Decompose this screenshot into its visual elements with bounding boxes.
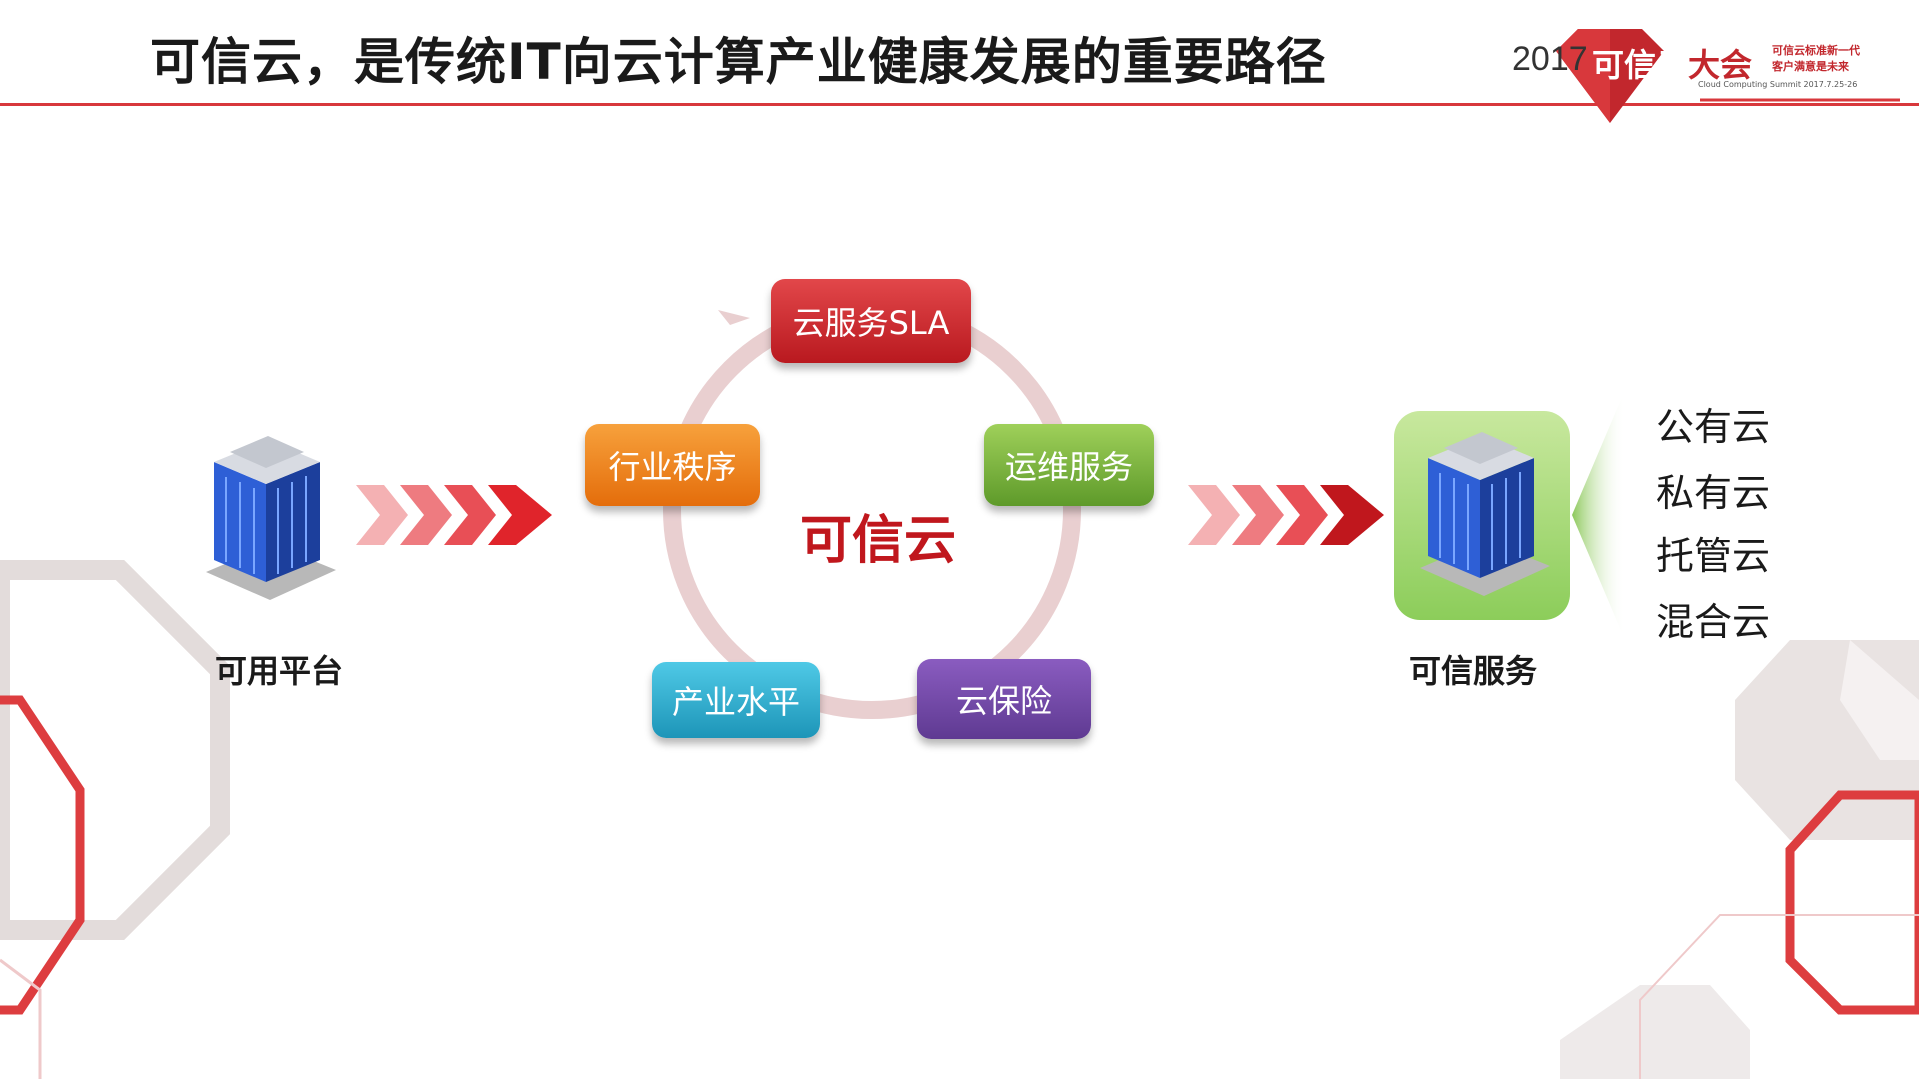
cycle-item-ops-service: 运维服务 bbox=[984, 424, 1154, 506]
cloud-type-public: 公有云 bbox=[1656, 405, 1771, 449]
cycle-item-cloud-sla: 云服务SLA bbox=[771, 279, 971, 363]
trusted-service-label: 可信服务 bbox=[1409, 652, 1538, 690]
cloud-type-private: 私有云 bbox=[1656, 471, 1771, 515]
logo-name: 可信云 bbox=[1592, 46, 1689, 84]
chevron-arrows-left bbox=[356, 485, 552, 545]
cycle-item-cloud-insurance: 云保险 bbox=[917, 659, 1091, 739]
building-icon bbox=[1420, 432, 1550, 596]
logo-tagline-1: 可信云标准新一代 bbox=[1772, 44, 1860, 57]
summit-logo bbox=[1556, 29, 1900, 123]
center-label: 可信云 bbox=[800, 511, 957, 571]
available-platform-label: 可用平台 bbox=[215, 652, 344, 690]
logo-tagline-2: 客户满意是未来 bbox=[1772, 60, 1849, 73]
chevron-arrows-right bbox=[1188, 485, 1384, 545]
page-title: 可信云，是传统IT向云计算产业健康发展的重要路径 bbox=[150, 33, 1327, 91]
building-icon bbox=[206, 436, 336, 600]
cycle-item-industry-order: 行业秩序 bbox=[585, 424, 760, 506]
cloud-type-hybrid: 混合云 bbox=[1656, 600, 1771, 644]
cloud-type-hosted: 托管云 bbox=[1656, 534, 1771, 578]
header-divider bbox=[0, 103, 1919, 106]
logo-subtitle: Cloud Computing Summit 2017.7.25-26 bbox=[1698, 80, 1858, 89]
cycle-item-industry-level: 产业水平 bbox=[652, 662, 820, 738]
bracket-shape bbox=[1572, 390, 1625, 640]
logo-year: 2017 bbox=[1512, 40, 1588, 78]
logo-name-suffix: 大会 bbox=[1688, 46, 1753, 84]
